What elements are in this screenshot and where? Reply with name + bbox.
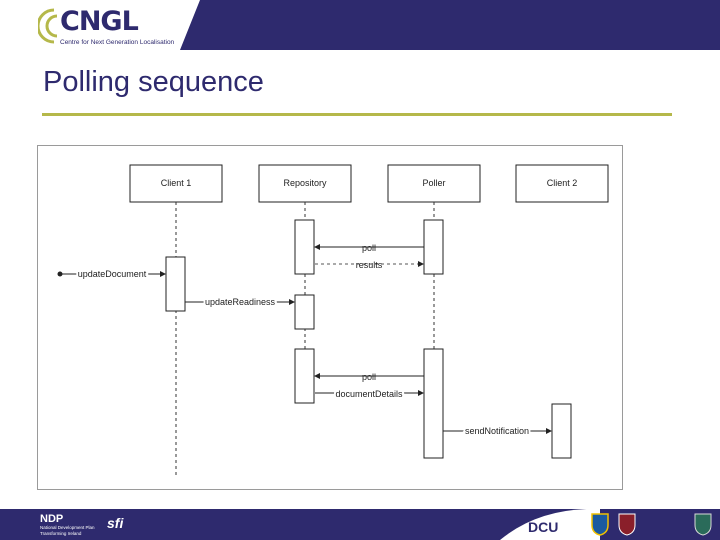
message-label-documentdetails: documentDetails [335, 389, 403, 399]
tcd-crest-icon [618, 513, 636, 536]
participant-box-client2 [515, 164, 609, 203]
participant-box-poller [387, 164, 481, 203]
message-label-results: results [356, 260, 383, 270]
footer-bar: NDP National Development Plan Transformi… [0, 509, 720, 540]
title-divider [42, 113, 672, 116]
activation-poller-2 [423, 348, 444, 459]
logo-wordmark: CNGL [60, 6, 139, 37]
activation-client2 [551, 403, 572, 459]
ucd-crest-icon [591, 513, 609, 536]
activation-repository-2 [294, 294, 315, 330]
message-label-poll-2: poll [362, 372, 376, 382]
message-label-sendnotification: sendNotification [465, 426, 529, 436]
sequence-diagram-canvas: Client 1 Repository Poller Client 2 poll… [57, 164, 609, 478]
ndp-logo: NDP [40, 513, 64, 525]
dcu-logo: DCU [528, 519, 559, 535]
participant-box-client1 [129, 164, 223, 203]
participant-label-poller: Poller [422, 178, 445, 188]
activation-repository-3 [294, 348, 315, 404]
sfi-logo: sfi [107, 515, 124, 531]
ndp-subtitle: National Development Plan [40, 525, 95, 530]
page-title: Polling sequence [43, 66, 264, 98]
header-bar [0, 0, 720, 50]
message-label-poll-1: poll [362, 243, 376, 253]
sequence-diagram: Client 1 Repository Poller Client 2 poll… [37, 145, 623, 490]
participant-label-repository: Repository [283, 178, 327, 188]
activation-poller-1 [423, 219, 444, 275]
signal-waves-icon [38, 8, 58, 44]
cngl-logo: CNGL Centre for Next Generation Localisa… [38, 4, 178, 50]
participant-label-client2: Client 2 [547, 178, 578, 188]
ndp-tagline: Transforming Ireland [40, 531, 82, 536]
message-label-updatedocument: updateDocument [78, 269, 147, 279]
participant-label-client1: Client 1 [161, 178, 192, 188]
activation-client1 [165, 256, 186, 312]
logo-tagline: Centre for Next Generation Localisation [60, 39, 175, 46]
activation-repository-1 [294, 219, 315, 275]
header-background [180, 0, 720, 50]
message-label-updatereadiness: updateReadiness [205, 297, 276, 307]
ul-crest-icon [694, 513, 712, 536]
